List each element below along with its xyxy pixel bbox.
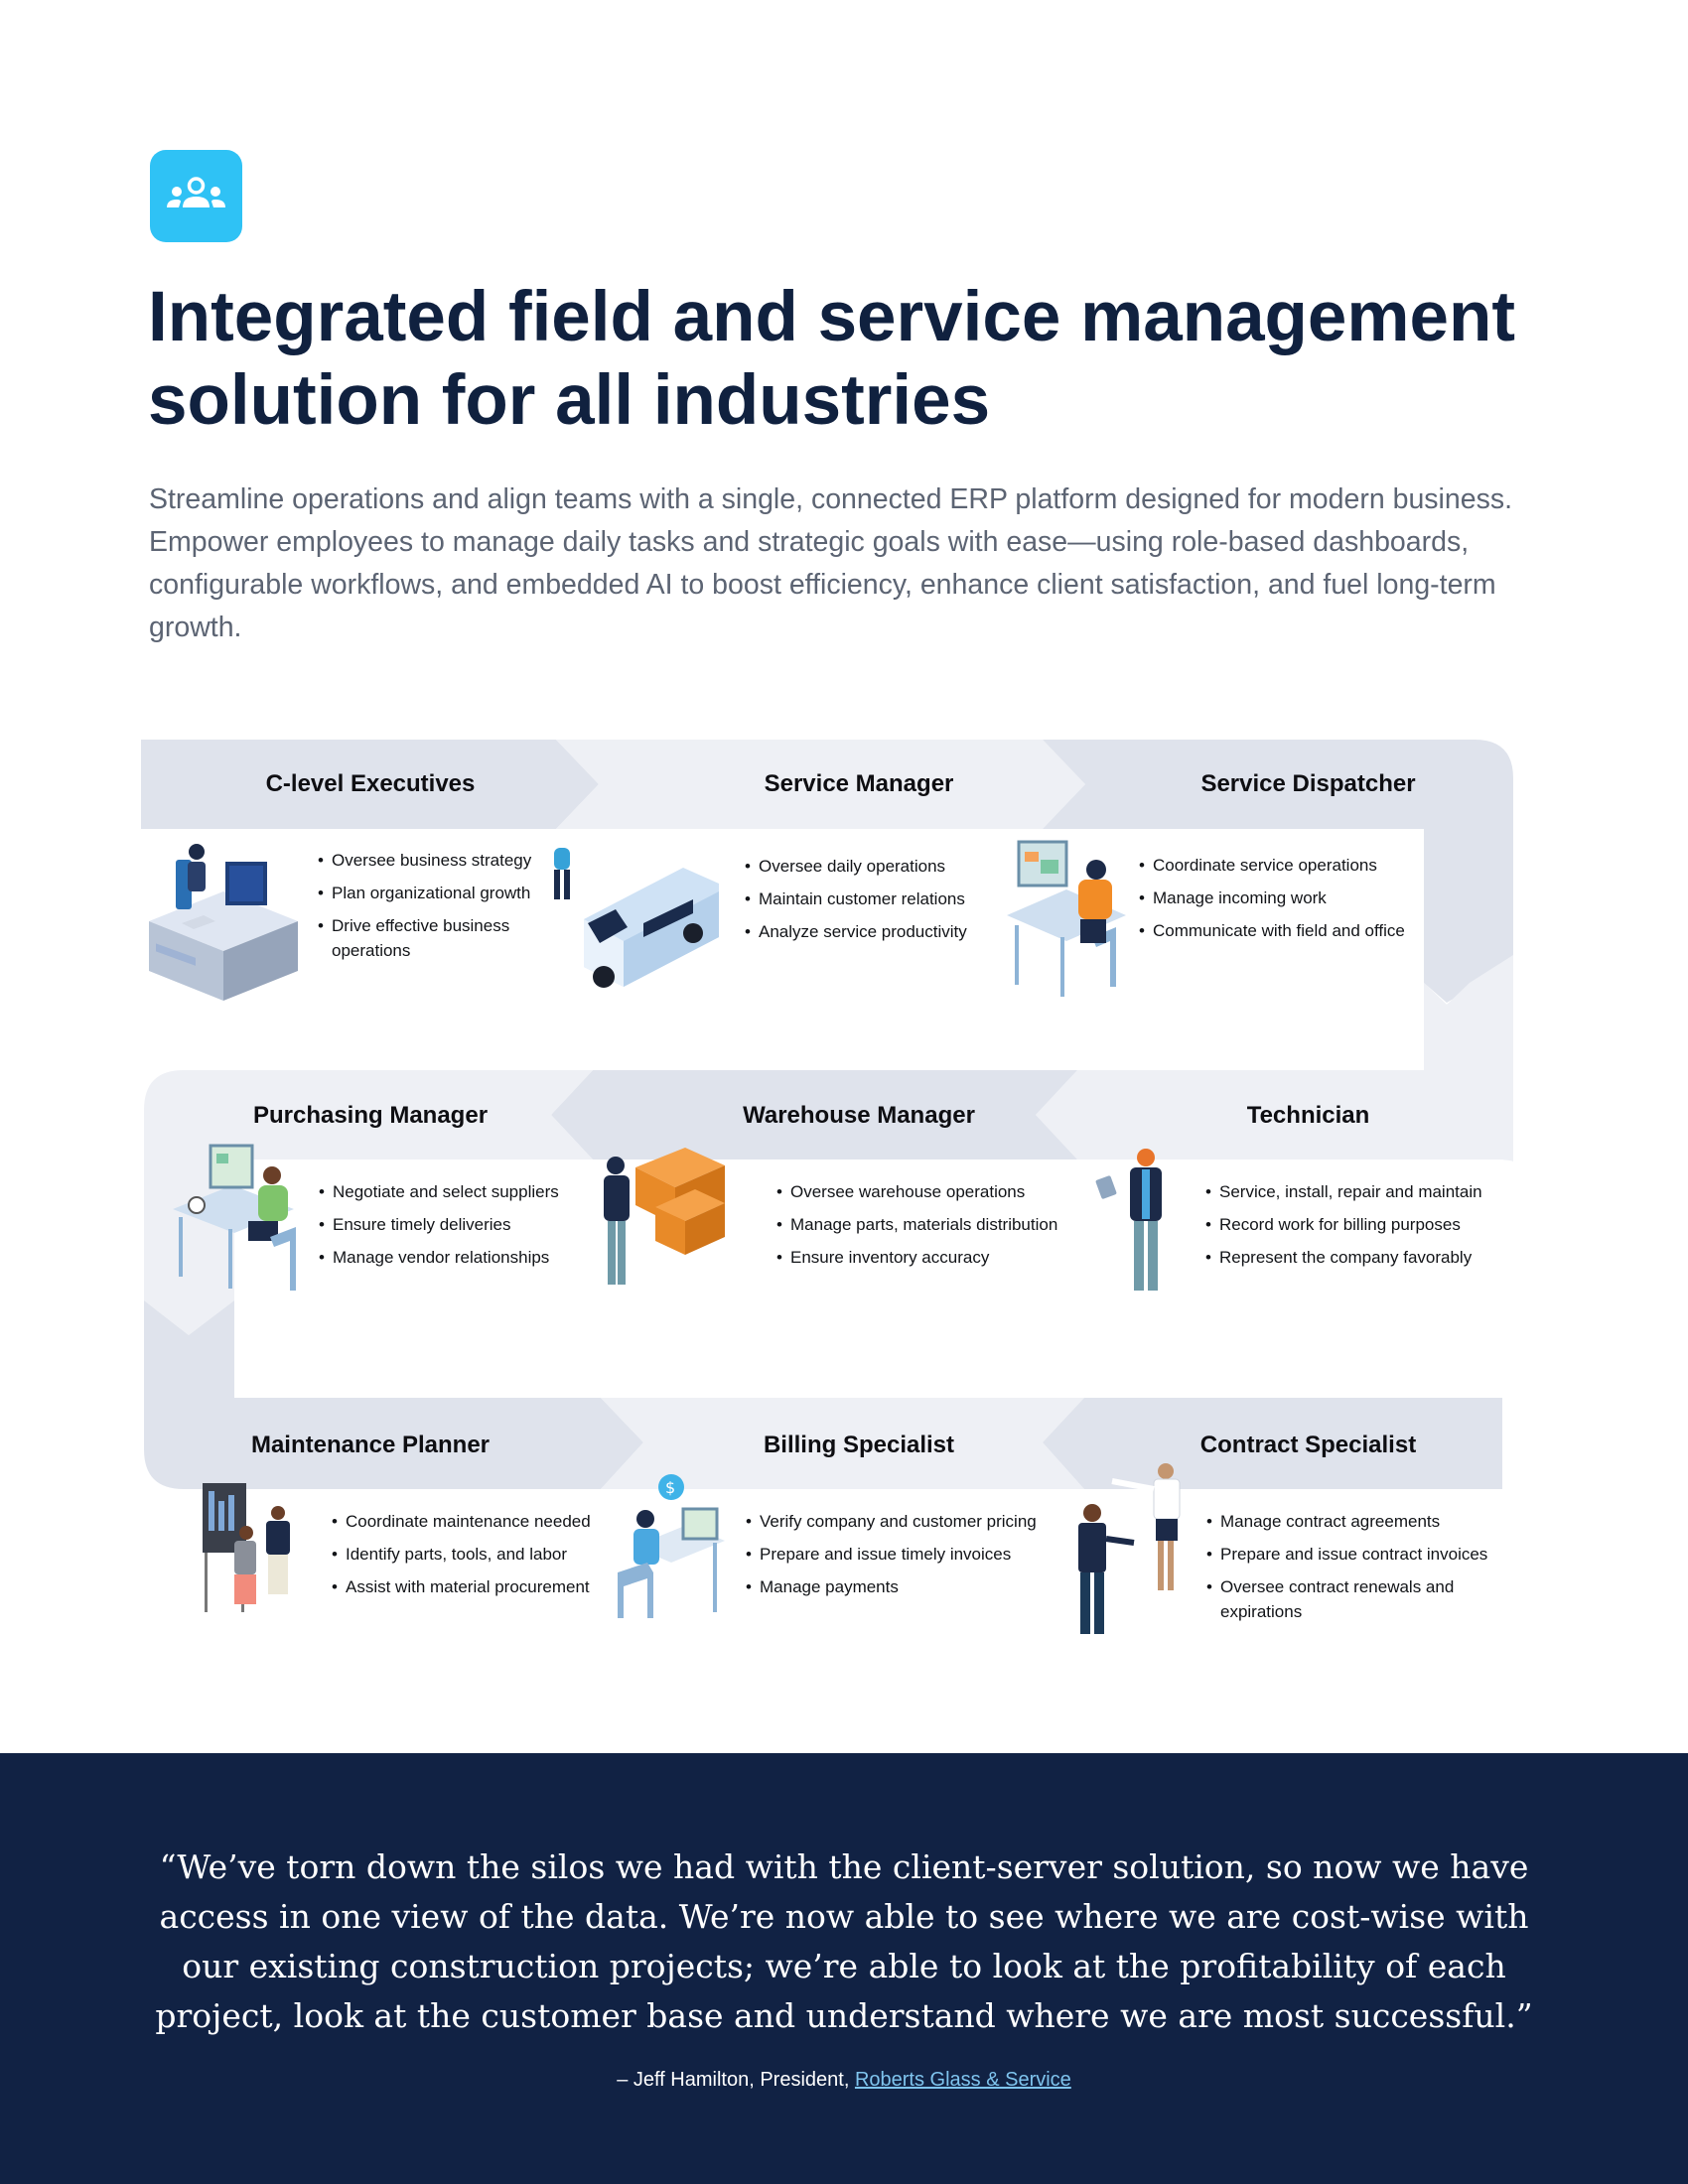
list-item: Manage vendor relationships: [319, 1245, 567, 1270]
svg-text:$: $: [665, 1478, 675, 1497]
executive-at-desk-icon: [149, 844, 298, 1001]
list-item: Represent the company favorably: [1205, 1245, 1503, 1270]
duties-c-level: Oversee business strategy Plan organizat…: [318, 848, 546, 971]
page-title: Integrated field and service management …: [148, 278, 1516, 440]
technician-with-tablet-icon: [1095, 1149, 1162, 1291]
service-van-icon: [554, 848, 719, 988]
duties-service-manager: Oversee daily operations Maintain custom…: [745, 854, 993, 952]
list-item: Assist with material procurement: [332, 1574, 620, 1599]
roles-flow: C-level Executives Service Manager Servi…: [0, 735, 1688, 1678]
list-item: Negotiate and select suppliers: [319, 1179, 567, 1204]
list-item: Identify parts, tools, and labor: [332, 1542, 620, 1567]
role-title-contract-specialist: Contract Specialist: [1199, 1432, 1417, 1458]
role-title-maintenance-planner: Maintenance Planner: [250, 1432, 491, 1458]
list-item: Drive effective business operations: [318, 913, 546, 963]
testimonial-quote: “We’ve torn down the silos we had with t…: [155, 1847, 1533, 2035]
testimonial-attribution: – Jeff Hamilton, President, Roberts Glas…: [0, 2069, 1688, 2092]
role-title-service-dispatcher: Service Dispatcher: [1200, 770, 1416, 797]
list-item: Coordinate service operations: [1139, 853, 1427, 878]
billing-at-desk-icon: $: [618, 1474, 725, 1618]
lead-paragraph: Streamline operations and align teams wi…: [149, 483, 1512, 643]
dispatcher-headset-icon: [1007, 840, 1126, 997]
list-item: Manage contract agreements: [1206, 1509, 1504, 1534]
duties-service-dispatcher: Coordinate service operations Manage inc…: [1139, 853, 1427, 951]
duties-warehouse-manager: Oversee warehouse operations Manage part…: [776, 1179, 1074, 1278]
list-item: Communicate with field and office: [1139, 918, 1427, 943]
list-item: Prepare and issue contract invoices: [1206, 1542, 1504, 1567]
company-link[interactable]: Roberts Glass & Service: [854, 2069, 1071, 2091]
duties-technician: Service, install, repair and maintain Re…: [1205, 1179, 1503, 1278]
list-item: Prepare and issue timely invoices: [746, 1542, 1063, 1567]
testimonial-band: “We’ve torn down the silos we had with t…: [0, 1753, 1688, 2184]
list-item: Oversee business strategy: [318, 848, 546, 873]
planners-at-board-icon: [203, 1483, 290, 1612]
list-item: Manage incoming work: [1139, 886, 1427, 910]
list-item: Ensure timely deliveries: [319, 1212, 567, 1237]
role-title-billing-specialist: Billing Specialist: [763, 1432, 955, 1458]
users-group-icon: [167, 177, 225, 207]
duties-purchasing-manager: Negotiate and select suppliers Ensure ti…: [319, 1179, 567, 1278]
list-item: Record work for billing purposes: [1205, 1212, 1503, 1237]
attribution-text: – Jeff Hamilton, President,: [617, 2069, 855, 2091]
list-item: Coordinate maintenance needed: [332, 1509, 620, 1534]
list-item: Service, install, repair and maintain: [1205, 1179, 1503, 1204]
handshake-people-icon: [1078, 1463, 1181, 1634]
list-item: Oversee daily operations: [745, 854, 993, 879]
worker-carrying-boxes-icon: [604, 1148, 725, 1285]
list-item: Ensure inventory accuracy: [776, 1245, 1074, 1270]
list-item: Analyze service productivity: [745, 919, 993, 944]
role-title-technician: Technician: [1246, 1102, 1370, 1129]
list-item: Verify company and customer pricing: [746, 1509, 1063, 1534]
duties-maintenance-planner: Coordinate maintenance needed Identify p…: [332, 1509, 620, 1607]
role-title-purchasing-manager: Purchasing Manager: [252, 1102, 489, 1129]
duties-billing-specialist: Verify company and customer pricing Prep…: [746, 1509, 1063, 1607]
buyer-at-desk-icon: [173, 1144, 296, 1291]
list-item: Manage parts, materials distribution: [776, 1212, 1074, 1237]
role-title-service-manager: Service Manager: [764, 770, 954, 797]
list-item: Plan organizational growth: [318, 881, 546, 905]
list-item: Manage payments: [746, 1574, 1063, 1599]
logo-badge: [150, 150, 242, 242]
list-item: Oversee contract renewals and expiration…: [1206, 1574, 1504, 1624]
duties-contract-specialist: Manage contract agreements Prepare and i…: [1206, 1509, 1504, 1632]
list-item: Oversee warehouse operations: [776, 1179, 1074, 1204]
role-title-warehouse-manager: Warehouse Manager: [743, 1102, 975, 1129]
list-item: Maintain customer relations: [745, 887, 993, 911]
role-title-c-level: C-level Executives: [265, 770, 476, 797]
